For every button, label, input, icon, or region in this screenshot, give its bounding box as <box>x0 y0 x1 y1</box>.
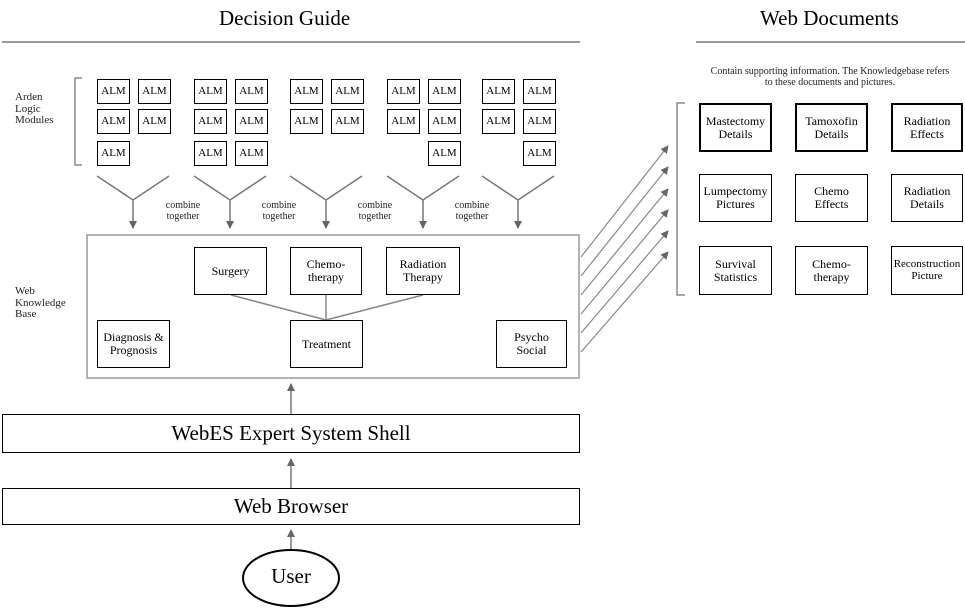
combine-together-label: combine together <box>454 200 490 222</box>
doc-mastectomy-details: Mastectomy Details <box>699 103 772 152</box>
alm-box: ALM <box>235 141 268 166</box>
docs-bracket <box>676 102 685 296</box>
alm-box: ALM <box>387 109 420 134</box>
alm-box: ALM <box>523 79 556 104</box>
user-label: User <box>271 564 311 588</box>
alm-box: ALM <box>138 109 171 134</box>
user-ellipse <box>242 549 340 607</box>
alm-box: ALM <box>97 79 130 104</box>
alm-box: ALM <box>194 79 227 104</box>
web-documents-title: Web Documents <box>760 6 899 30</box>
alm-box: ALM <box>331 109 364 134</box>
alm-box: ALM <box>194 109 227 134</box>
web-documents-note: Contain supporting information. The Know… <box>710 66 950 88</box>
alm-box: ALM <box>523 109 556 134</box>
psycho-social-node: Psycho Social <box>496 320 567 368</box>
alm-box: ALM <box>97 109 130 134</box>
alm-box: ALM <box>482 109 515 134</box>
radiation-therapy-node: Radiation Therapy <box>386 247 460 295</box>
decision-guide-title: Decision Guide <box>219 6 351 30</box>
arden-logic-modules-label: Arden Logic Modules <box>15 91 54 127</box>
doc-tamoxofin-details: Tamoxofin Details <box>795 103 868 152</box>
doc-lumpectomy-pictures: Lumpectomy Pictures <box>699 174 772 222</box>
combine-together-label: combine together <box>357 200 393 222</box>
web-knowledge-base-label: Web Knowledge Base <box>15 285 66 321</box>
alm-box: ALM <box>290 109 323 134</box>
doc-reconstruction-picture: Reconstruction Picture <box>891 246 963 295</box>
document-arrows <box>580 145 669 353</box>
arden-bracket <box>74 77 82 166</box>
alm-box: ALM <box>428 79 461 104</box>
chemotherapy-node: Chemo- therapy <box>290 247 362 295</box>
alm-box: ALM <box>97 141 130 166</box>
doc-chemo-effects: Chemo Effects <box>795 174 868 222</box>
surgery-node: Surgery <box>194 247 267 295</box>
doc-survival-statistics: Survival Statistics <box>699 246 772 295</box>
treatment-node: Treatment <box>290 320 363 368</box>
alm-box: ALM <box>290 79 323 104</box>
combine-together-label: combine together <box>165 200 201 222</box>
doc-radiation-details: Radiation Details <box>891 174 963 222</box>
alm-box: ALM <box>331 79 364 104</box>
alm-box: ALM <box>482 79 515 104</box>
doc-chemotherapy: Chemo- therapy <box>795 246 868 295</box>
alm-box: ALM <box>138 79 171 104</box>
alm-box: ALM <box>235 109 268 134</box>
alm-box: ALM <box>428 141 461 166</box>
combine-together-label: combine together <box>261 200 297 222</box>
web-browser: Web Browser <box>2 488 580 525</box>
alm-box: ALM <box>387 79 420 104</box>
diagnosis-prognosis-node: Diagnosis & Prognosis <box>97 320 170 368</box>
alm-box: ALM <box>235 79 268 104</box>
alm-box: ALM <box>428 109 461 134</box>
alm-box: ALM <box>194 141 227 166</box>
combine-arrows <box>96 175 555 229</box>
doc-radiation-effects: Radiation Effects <box>891 103 963 152</box>
knowledge-base-frame <box>86 234 580 379</box>
alm-box: ALM <box>523 141 556 166</box>
treatment-links <box>230 294 424 321</box>
webes-expert-system-shell: WebES Expert System Shell <box>2 414 580 453</box>
